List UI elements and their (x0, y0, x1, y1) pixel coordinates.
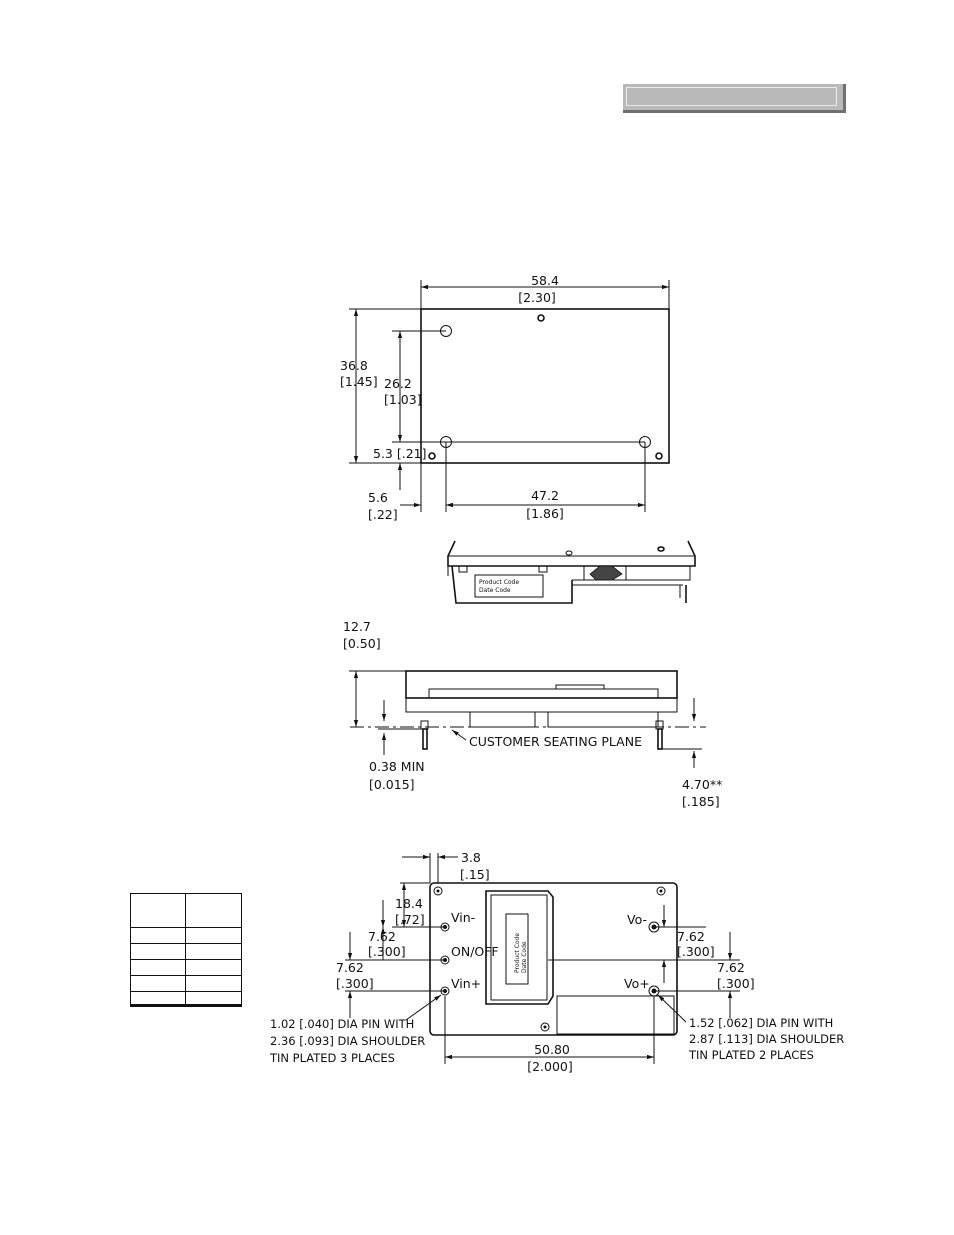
bottom-label-line1: Product Code (514, 933, 521, 973)
bottom-view: Product Code Date Code Vin- ON/OFF Vin+ … (269, 850, 844, 1074)
top-span-in: [1.03] (384, 392, 422, 407)
bottom-pin-y-mm: 18.4 (395, 896, 423, 911)
side-view-body (405, 670, 678, 699)
side-height-mm: 12.7 (343, 619, 371, 634)
right-pitch2-in: [.300] (717, 976, 755, 991)
side-pin-len-mm: 4.70** (682, 777, 722, 792)
top-width-mm: 58.4 (531, 273, 559, 288)
top-offset-x-mm: 5.6 (368, 490, 388, 505)
left-pitch2-mm: 7.62 (336, 960, 364, 975)
top-view: 58.4 [2.30] 36.8 [1.45] 26.2 [1.03] 5.3 … (340, 273, 670, 522)
right-pitch2-mm: 7.62 (717, 960, 745, 975)
top-view-outline (420, 308, 670, 464)
iso-label-line2: Date Code (479, 587, 511, 594)
top-pitch-in: [1.86] (526, 506, 564, 521)
right-note-2: 2.87 [.113] DIA SHOULDER (689, 1032, 844, 1046)
left-pitch1-mm: 7.62 (368, 929, 396, 944)
right-pitch1-in: [.300] (677, 944, 715, 959)
bottom-span-in: [2.000] (527, 1059, 573, 1074)
label-area (485, 890, 554, 1005)
header-bar (623, 84, 846, 113)
top-pitch-mm: 47.2 (531, 488, 559, 503)
mount-hole (537, 314, 545, 322)
left-pitch1-in: [.300] (368, 944, 406, 959)
pin-label-vo-plus: Vo+ (624, 976, 650, 991)
top-height-in: [1.45] (340, 374, 378, 389)
seating-plane-label: CUSTOMER SEATING PLANE (469, 734, 642, 749)
iso-label (474, 574, 544, 598)
left-note-3: TIN PLATED 3 PLACES (269, 1051, 395, 1065)
iso-label-line1: Product Code (479, 579, 519, 586)
mount-hole (428, 452, 436, 460)
side-standoff-mm: 0.38 MIN (369, 759, 425, 774)
left-note-1: 1.02 [.040] DIA PIN WITH (270, 1017, 414, 1031)
pin-table (130, 893, 242, 1007)
side-standoff-in: [0.015] (369, 777, 415, 792)
right-note-1: 1.52 [.062] DIA PIN WITH (689, 1016, 833, 1030)
left-note-2: 2.36 [.093] DIA SHOULDER (270, 1034, 425, 1048)
pin-label-vin-plus: Vin+ (451, 976, 481, 991)
right-pitch1-mm: 7.62 (677, 929, 705, 944)
side-height-in: [0.50] (343, 636, 381, 651)
bottom-pin-y-in: [.72] (395, 912, 425, 927)
top-height-mm: 36.8 (340, 358, 368, 373)
top-offset-y: 5.3 [.21] (373, 446, 427, 461)
pin-label-on-off: ON/OFF (451, 944, 499, 959)
top-width-in: [2.30] (518, 290, 556, 305)
mount-hole (655, 452, 663, 460)
bottom-edge-mm: 3.8 (461, 850, 481, 865)
bottom-view-outline (429, 882, 678, 1036)
right-note-3: TIN PLATED 2 PLACES (688, 1048, 814, 1062)
side-view: 12.7 [0.50] 0.38 MIN [0.015] CUSTOMER SE… (343, 619, 722, 809)
bottom-label (505, 913, 529, 985)
pin-label-vo-minus: Vo- (627, 912, 647, 927)
pin-label-vin-minus: Vin- (451, 910, 475, 925)
isometric-view: Product Code Date Code (447, 540, 696, 604)
top-span-mm: 26.2 (384, 376, 412, 391)
side-pin-len-in: [.185] (682, 794, 720, 809)
bottom-edge-in: [.15] (460, 867, 490, 882)
bottom-label-line2: Date Code (521, 941, 528, 973)
left-pitch2-in: [.300] (336, 976, 374, 991)
bottom-span-mm: 50.80 (534, 1042, 570, 1057)
top-offset-x-in: [.22] (368, 507, 398, 522)
